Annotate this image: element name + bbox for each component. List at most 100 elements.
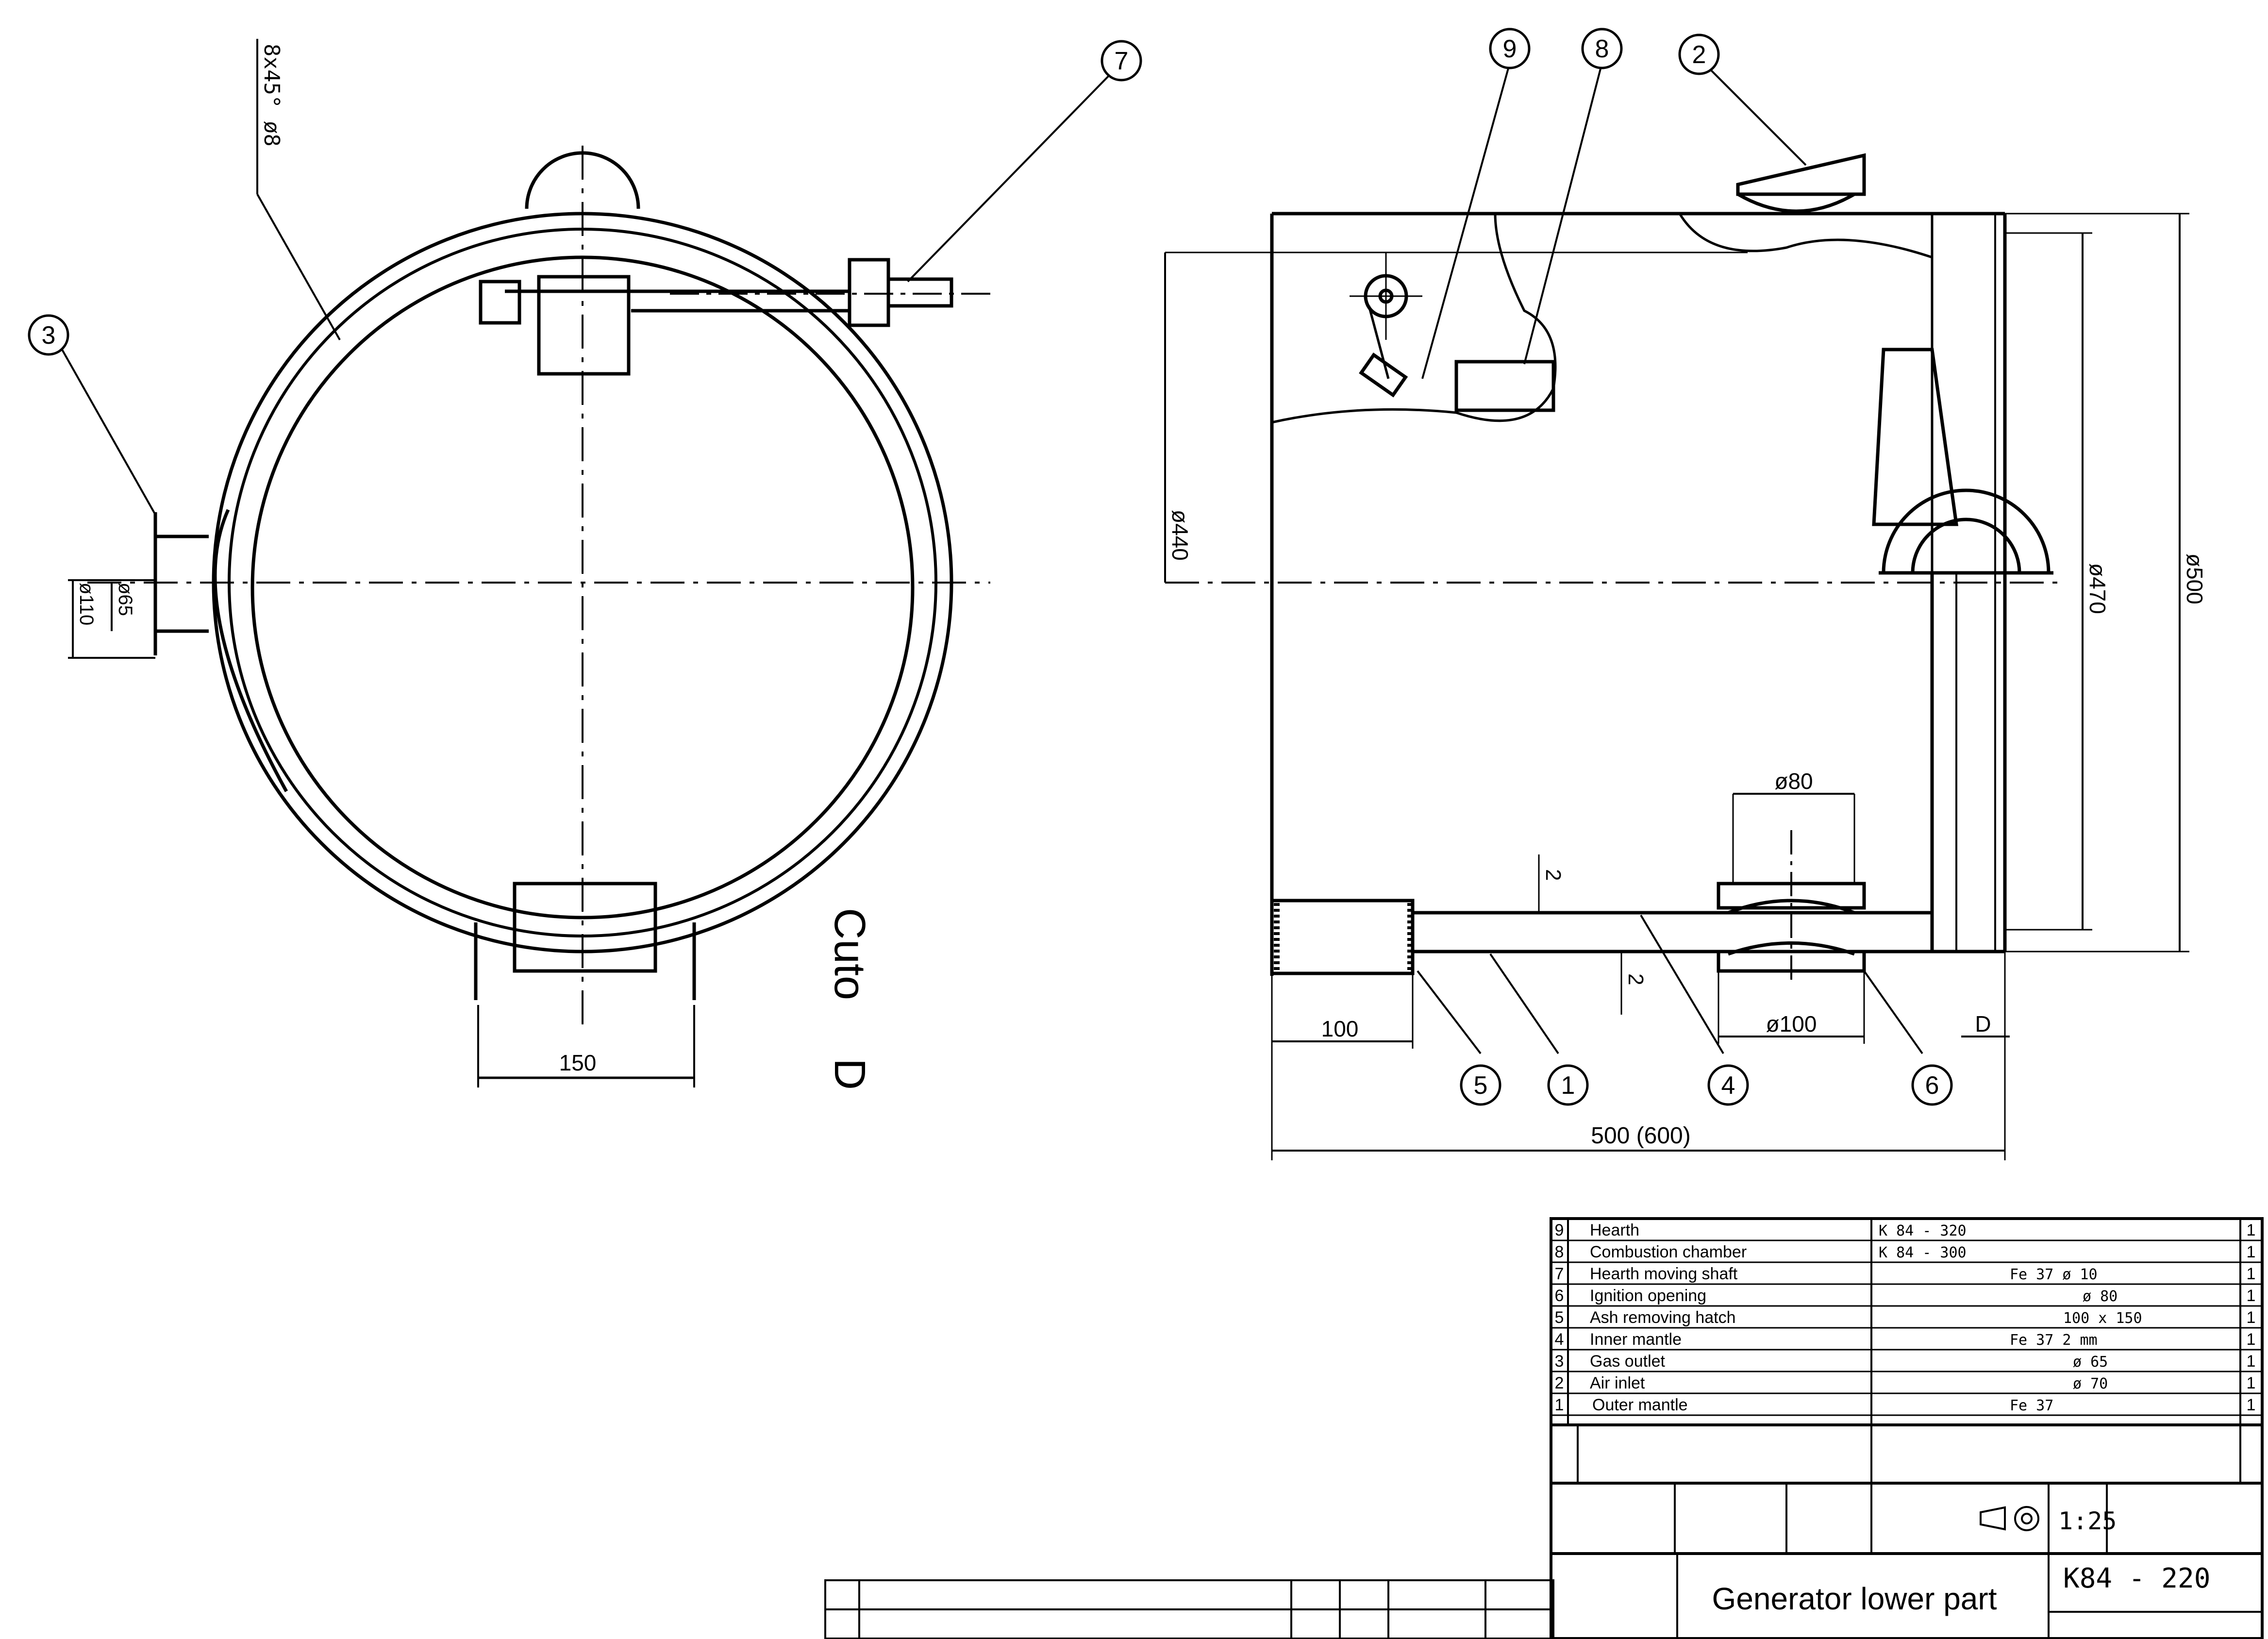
svg-text:Hearth: Hearth [1590, 1221, 1639, 1239]
svg-text:Fe 37 2 mm: Fe 37 2 mm [2010, 1332, 2098, 1349]
callout-8-leader [1523, 63, 1603, 365]
callout-4: 4 [1707, 1064, 1749, 1106]
dim-100-label: 100 [1321, 1016, 1359, 1041]
svg-text:Ignition opening: Ignition opening [1590, 1287, 1706, 1305]
hearth-shaft-housing [537, 275, 631, 376]
hearth-link [1359, 352, 1408, 398]
title-block-texts: 1:25 Generator lower part K84 - 220 [1712, 1507, 2211, 1616]
svg-text:1: 1 [2247, 1243, 2256, 1261]
svg-text:100 x 150: 100 x 150 [2063, 1310, 2142, 1327]
svg-text:Fe 37: Fe 37 [2010, 1397, 2053, 1414]
svg-text:Outer mantle: Outer mantle [1592, 1396, 1688, 1414]
callout-6: 6 [1911, 1064, 1953, 1106]
svg-text:K 84 - 300: K 84 - 300 [1879, 1244, 1967, 1261]
dim-500-label: ø500 [2182, 553, 2207, 604]
dim-2b-label: 2 [1624, 973, 1648, 985]
projection-symbol [1980, 1506, 2006, 1531]
nozzle-dome-inner [1911, 518, 2021, 573]
dim-100d-label: ø100 [1766, 1011, 1817, 1037]
table-row: 8 Combustion chamber K 84 - 300 1 [1555, 1243, 2256, 1261]
callout-6-leader [1863, 970, 1923, 1054]
chamfer-note: 8x45° ø8 [259, 44, 284, 147]
svg-text:ø 70: ø 70 [2073, 1375, 2108, 1392]
svg-text:5: 5 [1474, 1071, 1488, 1100]
svg-text:Hearth moving shaft: Hearth moving shaft [1590, 1265, 1738, 1283]
upper-break-line [1271, 213, 1557, 424]
table-row: 7 Hearth moving shaft Fe 37 ø 10 1 [1555, 1265, 2256, 1283]
drawing-number: K84 - 220 [2063, 1563, 2210, 1594]
table-row: 1 Outer mantle Fe 37 1 [1555, 1396, 2256, 1414]
drawing-title: Generator lower part [1712, 1581, 1997, 1616]
table-row: 3 Gas outlet ø 65 1 [1555, 1352, 2256, 1371]
ash-hatch [1270, 899, 1415, 975]
left-section-view [60, 39, 1113, 1087]
scale-label: 1:25 [2058, 1507, 2117, 1535]
hearth-shaft-left-clip [479, 280, 521, 325]
svg-text:1: 1 [1561, 1071, 1575, 1100]
svg-text:5: 5 [1555, 1308, 1564, 1327]
svg-text:Ash removing hatch: Ash removing hatch [1590, 1308, 1736, 1327]
svg-text:ø 80: ø 80 [2083, 1288, 2118, 1305]
table-row: 6 Ignition opening ø 80 1 [1555, 1287, 2256, 1305]
callout-2-leader [1708, 67, 1807, 166]
parts-list-rows: 9 Hearth K 84 - 320 1 8 Combustion chamb… [1555, 1221, 2256, 1414]
inner-mantle-circle [250, 255, 915, 920]
ash-hatch-bottom [513, 882, 657, 973]
air-inlet-dome [525, 151, 640, 209]
svg-text:9: 9 [1503, 35, 1517, 63]
dim-440-label: ø440 [1167, 510, 1193, 561]
svg-text:1: 1 [2247, 1287, 2256, 1305]
callout-7: 7 [1101, 40, 1142, 82]
callout-7-leader [907, 72, 1113, 283]
table-row: 9 Hearth K 84 - 320 1 [1555, 1221, 2256, 1239]
svg-text:2: 2 [1555, 1374, 1564, 1392]
callout-1: 1 [1547, 1064, 1589, 1106]
svg-text:7: 7 [1115, 47, 1129, 75]
cut-label: Cuto [825, 908, 874, 1000]
dim-500-600-label: 500 (600) [1591, 1123, 1690, 1149]
dimension-labels: 8x45° ø8 150 ø65 ø110 Cuto D ø440 ø470 ø… [76, 44, 2207, 1149]
callout-1-leader [1489, 953, 1559, 1054]
callout-bubbles: 3 7 9 8 2 5 1 4 6 [28, 28, 1953, 1106]
svg-text:4: 4 [1555, 1330, 1564, 1349]
svg-text:1: 1 [2247, 1221, 2256, 1239]
svg-text:1: 1 [1555, 1396, 1564, 1414]
shaft-end [886, 277, 953, 308]
svg-text:6: 6 [1555, 1287, 1564, 1305]
outer-shell-left [213, 509, 288, 792]
svg-text:Air inlet: Air inlet [1590, 1374, 1645, 1392]
svg-text:1: 1 [2247, 1374, 2256, 1392]
svg-text:4: 4 [1721, 1071, 1735, 1100]
callout-5-leader [1417, 970, 1482, 1054]
combustion-chamber [1454, 360, 1555, 412]
svg-text:7: 7 [1555, 1265, 1564, 1283]
svg-text:Inner mantle: Inner mantle [1590, 1330, 1682, 1349]
dim-470-label: ø470 [2085, 563, 2110, 614]
callout-2: 2 [1678, 33, 1720, 75]
callout-9-leader [1421, 63, 1511, 379]
nozzle-dome-outer [1882, 488, 2051, 573]
svg-text:1: 1 [2247, 1265, 2256, 1283]
callout-3-leader [60, 347, 156, 515]
dim-110-label: ø110 [76, 583, 97, 625]
dim-150-label: 150 [559, 1050, 597, 1075]
callout-9: 9 [1489, 28, 1531, 69]
nozzle-cone [1872, 348, 1959, 526]
svg-text:1: 1 [2247, 1308, 2256, 1327]
callout-3: 3 [28, 314, 69, 356]
svg-text:1: 1 [2247, 1352, 2256, 1371]
title-block [1550, 1423, 2264, 1639]
callout-4-leader [1640, 914, 1724, 1054]
svg-text:Gas outlet: Gas outlet [1590, 1352, 1666, 1371]
svg-text:3: 3 [42, 321, 56, 350]
svg-text:ø 65: ø 65 [2073, 1354, 2108, 1371]
svg-text:Fe 37 ø 10: Fe 37 ø 10 [2010, 1266, 2098, 1283]
table-row: 4 Inner mantle Fe 37 2 mm 1 [1555, 1330, 2256, 1349]
svg-text:8: 8 [1555, 1243, 1564, 1261]
air-inlet [1736, 153, 1866, 196]
svg-text:6: 6 [1925, 1071, 1939, 1100]
callout-8: 8 [1581, 28, 1623, 69]
svg-text:1: 1 [2247, 1330, 2256, 1349]
dim-2a-label: 2 [1541, 869, 1565, 881]
